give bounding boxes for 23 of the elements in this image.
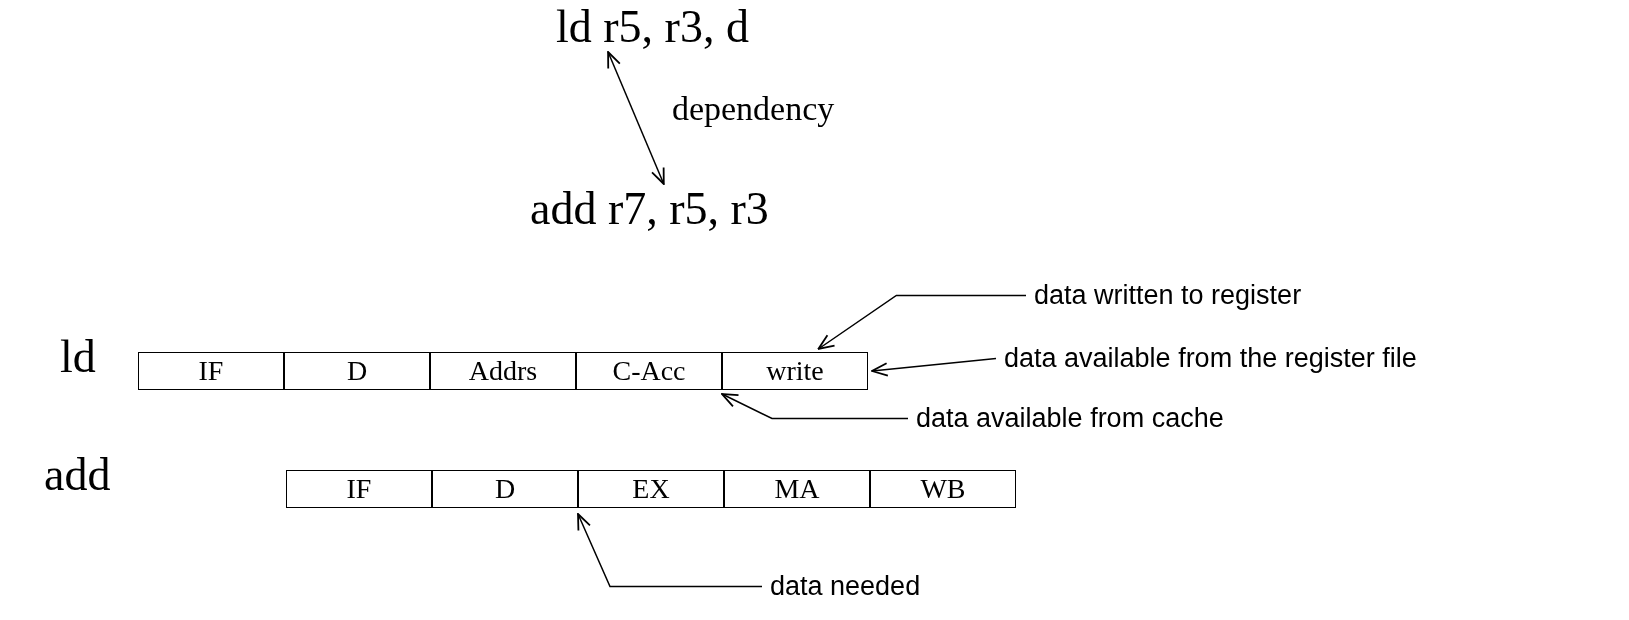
pipeline-stage-cell: IF [138,352,284,390]
instruction-text: ld r5, r3, d [556,4,749,50]
pipeline-stage-cell: WB [870,470,1016,508]
annotation-text: data written to register [1034,282,1302,309]
pipeline-stage-cell: IF [286,470,432,508]
row-label: add [44,452,111,498]
leader-line [871,357,997,377]
instruction-text: add r7, r5, r3 [530,186,769,232]
leader-line [721,393,909,420]
pipeline-stage-cell: write [722,352,868,390]
pipeline-stage-cell: MA [724,470,870,508]
pipeline-stage-cell: C-Acc [576,352,722,390]
pipeline-stage-cell: D [432,470,578,508]
annotation-text: data needed [770,573,921,600]
row-label: ld [60,334,96,380]
pipeline-stage-cell: Addrs [430,352,576,390]
double-arrow [607,51,665,185]
leader-line [577,513,763,588]
annotation-text: data available from cache [916,405,1224,432]
pipeline-stage-cell: EX [578,470,724,508]
pipeline-stage-cell: D [284,352,430,390]
annotation-text: data available from the register file [1004,345,1417,372]
leader-line [817,294,1027,350]
